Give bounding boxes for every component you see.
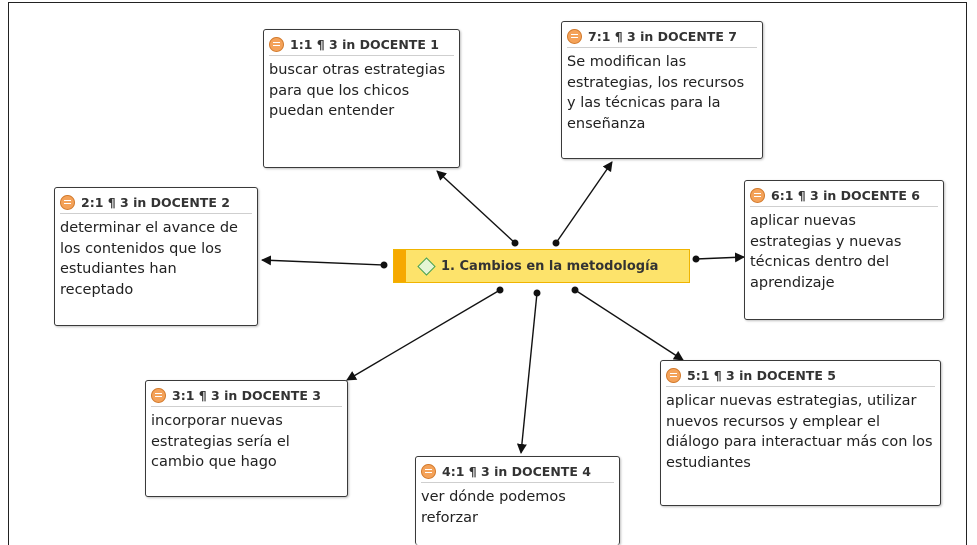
quotation-text: Se modifican las estrategias, los recurs… — [567, 54, 745, 132]
quotation-icon — [269, 36, 284, 52]
quotation-header: 7:1 ¶ 3 in DOCENTE 7 — [588, 28, 737, 44]
quotation-header: 5:1 ¶ 3 in DOCENTE 5 — [687, 367, 836, 383]
link-docente-3 — [346, 286, 504, 381]
diamond-icon — [417, 256, 436, 276]
quotation-header: 1:1 ¶ 3 in DOCENTE 1 — [290, 36, 439, 52]
code-label: 1. Cambios en la metodología — [441, 258, 659, 274]
quotation-icon — [666, 367, 681, 383]
quotation-icon — [421, 463, 436, 479]
quotation-text: ver dónde podemos reforzar — [421, 489, 566, 526]
quotation-text: aplicar nuevas estrategias y nuevas técn… — [750, 213, 902, 291]
quotation-icon — [151, 387, 166, 403]
quotation-icon — [567, 28, 582, 44]
quotation-node[interactable]: 3:1 ¶ 3 in DOCENTE 3 incorporar nuevas e… — [145, 380, 348, 497]
link-docente-1 — [436, 170, 519, 247]
quotation-node[interactable]: 7:1 ¶ 3 in DOCENTE 7 Se modifican las es… — [561, 21, 763, 159]
quotation-text: incorporar nuevas estrategias sería el c… — [151, 413, 290, 470]
code-node[interactable]: 1. Cambios en la metodología — [393, 249, 690, 283]
link-docente-7 — [552, 161, 613, 247]
code-color-bar — [394, 250, 406, 282]
link-docente-4 — [516, 289, 541, 454]
quotation-header: 3:1 ¶ 3 in DOCENTE 3 — [172, 387, 321, 403]
quotation-node[interactable]: 5:1 ¶ 3 in DOCENTE 5 aplicar nuevas estr… — [660, 360, 941, 506]
quotation-header: 2:1 ¶ 3 in DOCENTE 2 — [81, 194, 230, 210]
quotation-icon — [60, 194, 75, 210]
quotation-text: aplicar nuevas estrategias, utilizar nue… — [666, 393, 933, 471]
quotation-icon — [750, 187, 765, 203]
quotation-text: determinar el avance de los contenidos q… — [60, 220, 238, 298]
quotation-node[interactable]: 1:1 ¶ 3 in DOCENTE 1 buscar otras estrat… — [263, 29, 460, 168]
quotation-node[interactable]: 2:1 ¶ 3 in DOCENTE 2 determinar el avanc… — [54, 187, 258, 326]
link-docente-6 — [692, 252, 745, 263]
quotation-node[interactable]: 6:1 ¶ 3 in DOCENTE 6 aplicar nuevas estr… — [744, 180, 944, 320]
link-docente-2 — [261, 255, 388, 269]
link-docente-5 — [571, 286, 684, 361]
quotation-text: buscar otras estrategias para que los ch… — [269, 62, 446, 119]
quotation-header: 4:1 ¶ 3 in DOCENTE 4 — [442, 463, 591, 479]
quotation-node[interactable]: 4:1 ¶ 3 in DOCENTE 4 ver dónde podemos r… — [415, 456, 620, 545]
quotation-header: 6:1 ¶ 3 in DOCENTE 6 — [771, 187, 920, 203]
